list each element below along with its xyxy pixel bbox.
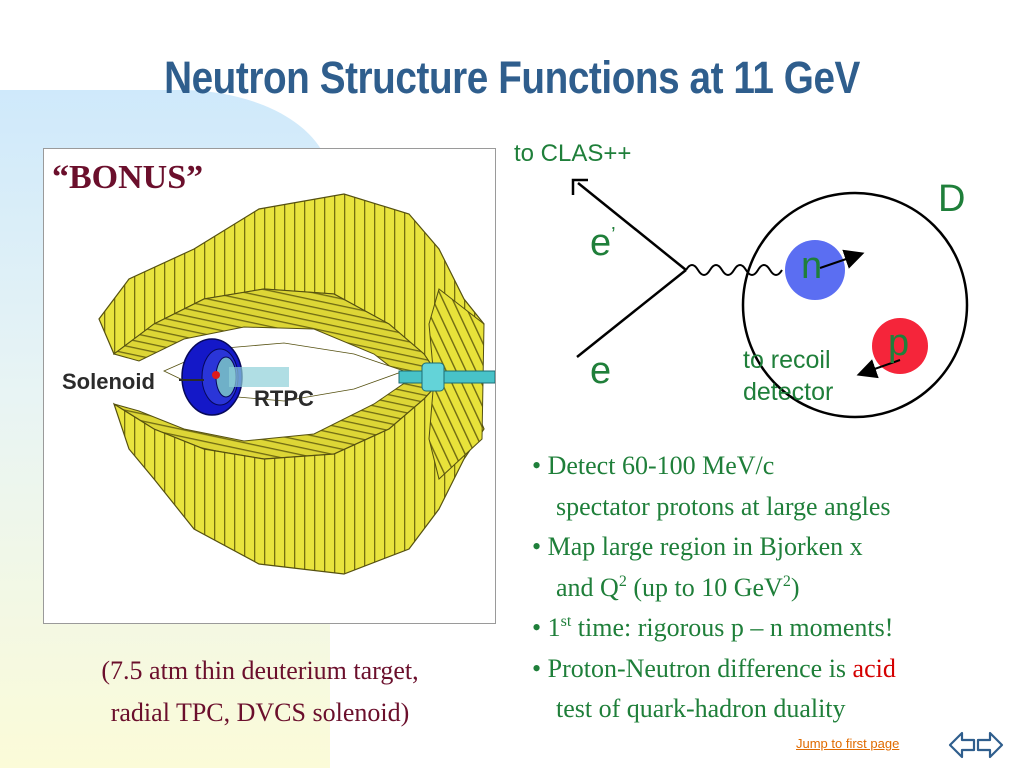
scattering-diagram: [571, 178, 969, 419]
bullet-2-text-c: ): [790, 572, 800, 602]
bullet-list: • Detect 60-100 MeV/c spectator protons …: [532, 446, 1022, 730]
bullet-4-acid-word: acid: [852, 653, 896, 683]
right-flange: [428, 288, 485, 480]
bullet-2-line-1: • Map large region in Bjorken x: [532, 532, 863, 561]
bullet-2-sup2: 2: [782, 572, 791, 590]
solenoid-label: Solenoid: [62, 369, 155, 394]
bonus-heading: “BONUS”: [52, 159, 204, 196]
to-clas-label: to CLAS++: [514, 140, 632, 167]
deuteron-label: D: [938, 178, 966, 220]
caption-line-1: (7.5 atm thin deuterium target,: [101, 656, 419, 685]
bullet-3-text-a: • 1: [532, 613, 561, 642]
bullet-2-line-2: and Q2 (up to 10 GeV2): [532, 568, 1022, 609]
slide-title: Neutron Structure Functions at 11 GeV: [164, 52, 860, 103]
caption-line-2: radial TPC, DVCS solenoid): [110, 698, 410, 727]
figure-caption: (7.5 atm thin deuterium target, radial T…: [40, 650, 480, 734]
deuteron-circle: [741, 191, 969, 419]
bullet-2-sup: 2: [618, 572, 627, 590]
detector-drawing: Solenoid RTPC: [62, 193, 495, 575]
lower-shell: [112, 376, 485, 575]
electron-label: e: [590, 350, 612, 392]
proton-label: p: [888, 322, 910, 364]
bullet-3-text-b: time: rigorous p – n moments!: [571, 613, 894, 642]
bullet-1-line-1: • Detect 60-100 MeV/c: [532, 451, 775, 480]
bullet-3-sup: st: [560, 613, 572, 630]
recoil-line-1: to recoil: [743, 346, 831, 374]
bullet-4-line-2: test of quark-hadron duality: [556, 694, 846, 723]
e-prime-mark: ’: [611, 224, 616, 246]
e-prime-label: e’: [590, 222, 616, 265]
bullet-4-text: • Proton-Neutron difference is: [532, 653, 853, 683]
target-spot: [212, 371, 220, 379]
bullet-2-text-a: and Q: [556, 572, 619, 602]
bullet-2-text-b: (up to 10 GeV: [626, 572, 783, 602]
bonus-detector-figure: Solenoid RTPC “BONUS”: [43, 148, 496, 624]
neutron-label: n: [801, 245, 823, 287]
proton-circle: [872, 318, 928, 374]
neutron-circle: [785, 240, 845, 300]
beamline-flange: [421, 362, 445, 392]
rtpc-label: RTPC: [254, 386, 314, 411]
bullet-3-line: • 1st time: rigorous p – n moments!: [532, 608, 1022, 649]
recoil-line-2: detector: [743, 378, 834, 406]
outgoing-electron-line: [577, 182, 687, 271]
bullet-1-line-2: spectator protons at large angles: [556, 491, 891, 521]
forward-arrow-icon[interactable]: [976, 731, 1004, 759]
outgoing-electron-arrowhead: [571, 178, 588, 195]
proton-recoil-arrow: [856, 359, 901, 379]
virtual-photon: [685, 264, 783, 276]
slide-navigation[interactable]: [948, 728, 1004, 762]
back-arrow-icon[interactable]: [948, 731, 976, 759]
e-prime-letter: e: [590, 222, 612, 264]
recoil-detector-label: to recoil detector: [743, 344, 833, 408]
bullet-4-line-1: • Proton-Neutron difference is acid: [532, 649, 1022, 690]
jump-to-first-page-link[interactable]: Jump to first page: [796, 736, 900, 751]
neutron-outgoing-arrow: [819, 249, 865, 269]
incoming-electron-line: [576, 269, 687, 358]
